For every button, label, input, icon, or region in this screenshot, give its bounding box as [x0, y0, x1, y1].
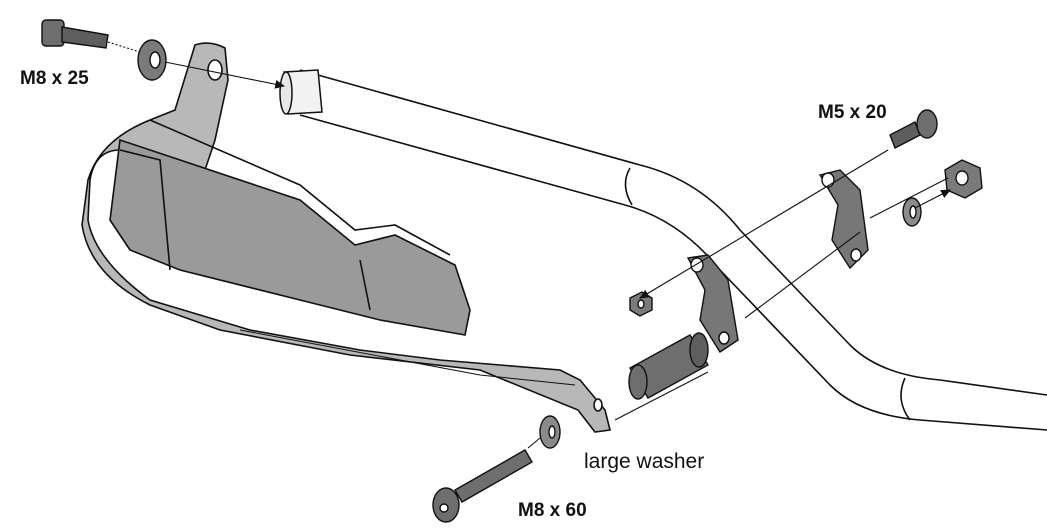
spacer — [628, 332, 709, 400]
label-bolt-m8x60: M8 x 60 — [518, 500, 587, 521]
washer-top — [137, 39, 167, 81]
label-bolt-m8x25: M8 x 25 — [20, 68, 89, 89]
nut-right — [944, 159, 983, 199]
clamp-lower — [686, 254, 739, 353]
bolt-m5x20 — [889, 109, 938, 149]
bolt-m8x60 — [432, 449, 533, 523]
bolt-m8x25 — [41, 19, 109, 49]
large-washer — [539, 415, 561, 449]
nut-small — [629, 291, 653, 317]
label-bolt-m5x20: M5 x 20 — [818, 102, 887, 123]
washer-right — [902, 197, 922, 227]
handlebar — [299, 69, 1047, 431]
handguard — [81, 42, 611, 433]
label-large-washer: large washer — [584, 450, 705, 473]
assembly-lines — [107, 41, 951, 449]
bar-end-plug — [279, 69, 323, 115]
clamp-upper — [818, 169, 869, 270]
